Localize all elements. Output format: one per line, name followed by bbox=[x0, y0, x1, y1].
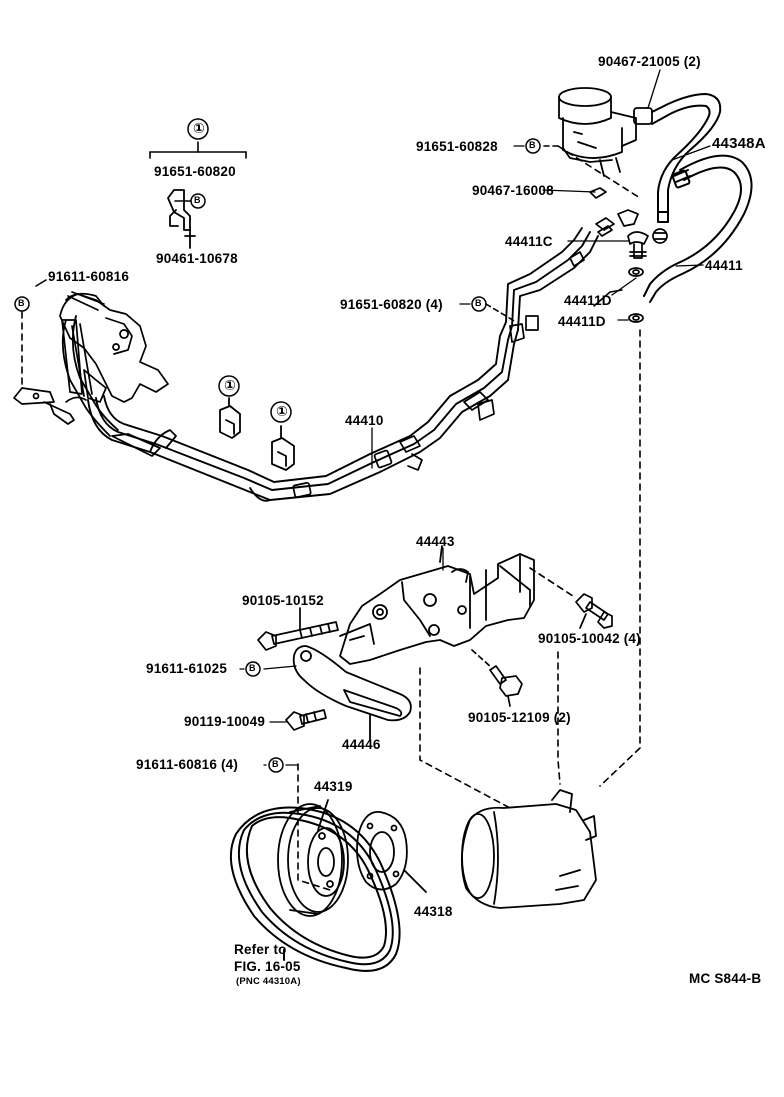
callout-44410: 44410 bbox=[345, 413, 384, 428]
b-mark-3: B bbox=[529, 140, 536, 150]
group-1-label-clamp-a: ① bbox=[224, 377, 237, 393]
group-1-label-clamp-b: ① bbox=[276, 403, 289, 419]
callout-90461-10678: 90461-10678 bbox=[156, 251, 238, 266]
leader-lines bbox=[239, 69, 711, 766]
power-steering-pump bbox=[460, 789, 597, 909]
bolt-90105-10152 bbox=[257, 607, 339, 651]
hose-44348A bbox=[651, 93, 722, 223]
group-1-label-top: ① bbox=[193, 120, 206, 136]
refer-text-line3: (PNC 44310A) bbox=[236, 976, 301, 987]
callout-44411: 44411 bbox=[705, 258, 743, 273]
group-1-markers bbox=[187, 118, 292, 423]
b-mark-4: B bbox=[475, 298, 482, 308]
bolt-90105-12109 bbox=[471, 649, 523, 707]
callout-44348A: 44348A bbox=[712, 135, 766, 152]
callout-44446: 44446 bbox=[342, 737, 381, 752]
callout-44318: 44318 bbox=[414, 904, 453, 919]
clamp-part-top bbox=[167, 189, 196, 249]
callout-90467-16008: 90467-16008 bbox=[472, 183, 554, 198]
callout-44319: 44319 bbox=[314, 779, 353, 794]
bolt-90119-10049 bbox=[285, 709, 327, 731]
callout-91611-60816-4: 91611-60816 (4) bbox=[136, 757, 239, 772]
b-mark-1: B bbox=[194, 195, 201, 205]
figure-code: MC S844-B bbox=[689, 971, 762, 986]
b-mark-6: B bbox=[272, 759, 279, 769]
line-clamps bbox=[292, 217, 615, 499]
callout-44411C: 44411C bbox=[505, 234, 553, 249]
group-1-bracket bbox=[149, 141, 247, 202]
callout-90467-21005: 90467-21005 (2) bbox=[598, 54, 701, 69]
callout-90105-12109: 90105-12109 (2) bbox=[468, 710, 571, 725]
callout-44443: 44443 bbox=[416, 534, 455, 549]
separate-clamp-2 bbox=[271, 425, 295, 471]
callout-44411D-a: 44411D bbox=[564, 293, 612, 308]
adjusting-bar-44446 bbox=[292, 645, 412, 741]
plate-44318 bbox=[356, 811, 427, 893]
callout-91651-60820: 91651-60820 bbox=[154, 164, 236, 179]
callout-44411D-b: 44411D bbox=[558, 314, 606, 329]
drive-belt bbox=[229, 806, 401, 972]
callout-91611-60816: 91611-60816 bbox=[48, 269, 130, 284]
callout-91651-60828: 91651-60828 bbox=[416, 139, 498, 154]
pump-bracket-44443 bbox=[339, 545, 535, 665]
callout-91611-61025: 91611-61025 bbox=[146, 661, 228, 676]
hose-44411 bbox=[643, 154, 753, 303]
b-mark-5: B bbox=[249, 663, 256, 673]
fittings-right bbox=[589, 187, 668, 323]
b-markers bbox=[14, 138, 541, 773]
b-mark-2: B bbox=[18, 298, 25, 308]
steering-gear-housing bbox=[59, 291, 169, 403]
callout-90105-10042: 90105-10042 (4) bbox=[538, 631, 641, 646]
callout-90105-10152: 90105-10152 bbox=[242, 593, 324, 608]
pressure-line-44410 bbox=[87, 227, 599, 501]
refer-text-line2: FIG. 16-05 bbox=[234, 959, 301, 974]
reservoir-tank bbox=[558, 87, 653, 177]
refer-text-line1: Refer to bbox=[234, 942, 287, 957]
callout-91651-60820-4: 91651-60820 (4) bbox=[340, 297, 443, 312]
bolt-90105-10042 bbox=[529, 567, 613, 629]
callout-90119-10049: 90119-10049 bbox=[184, 714, 266, 729]
separate-clamp-1 bbox=[219, 397, 241, 439]
gear-tubes bbox=[61, 315, 271, 502]
mount-bracket-left bbox=[13, 387, 75, 425]
